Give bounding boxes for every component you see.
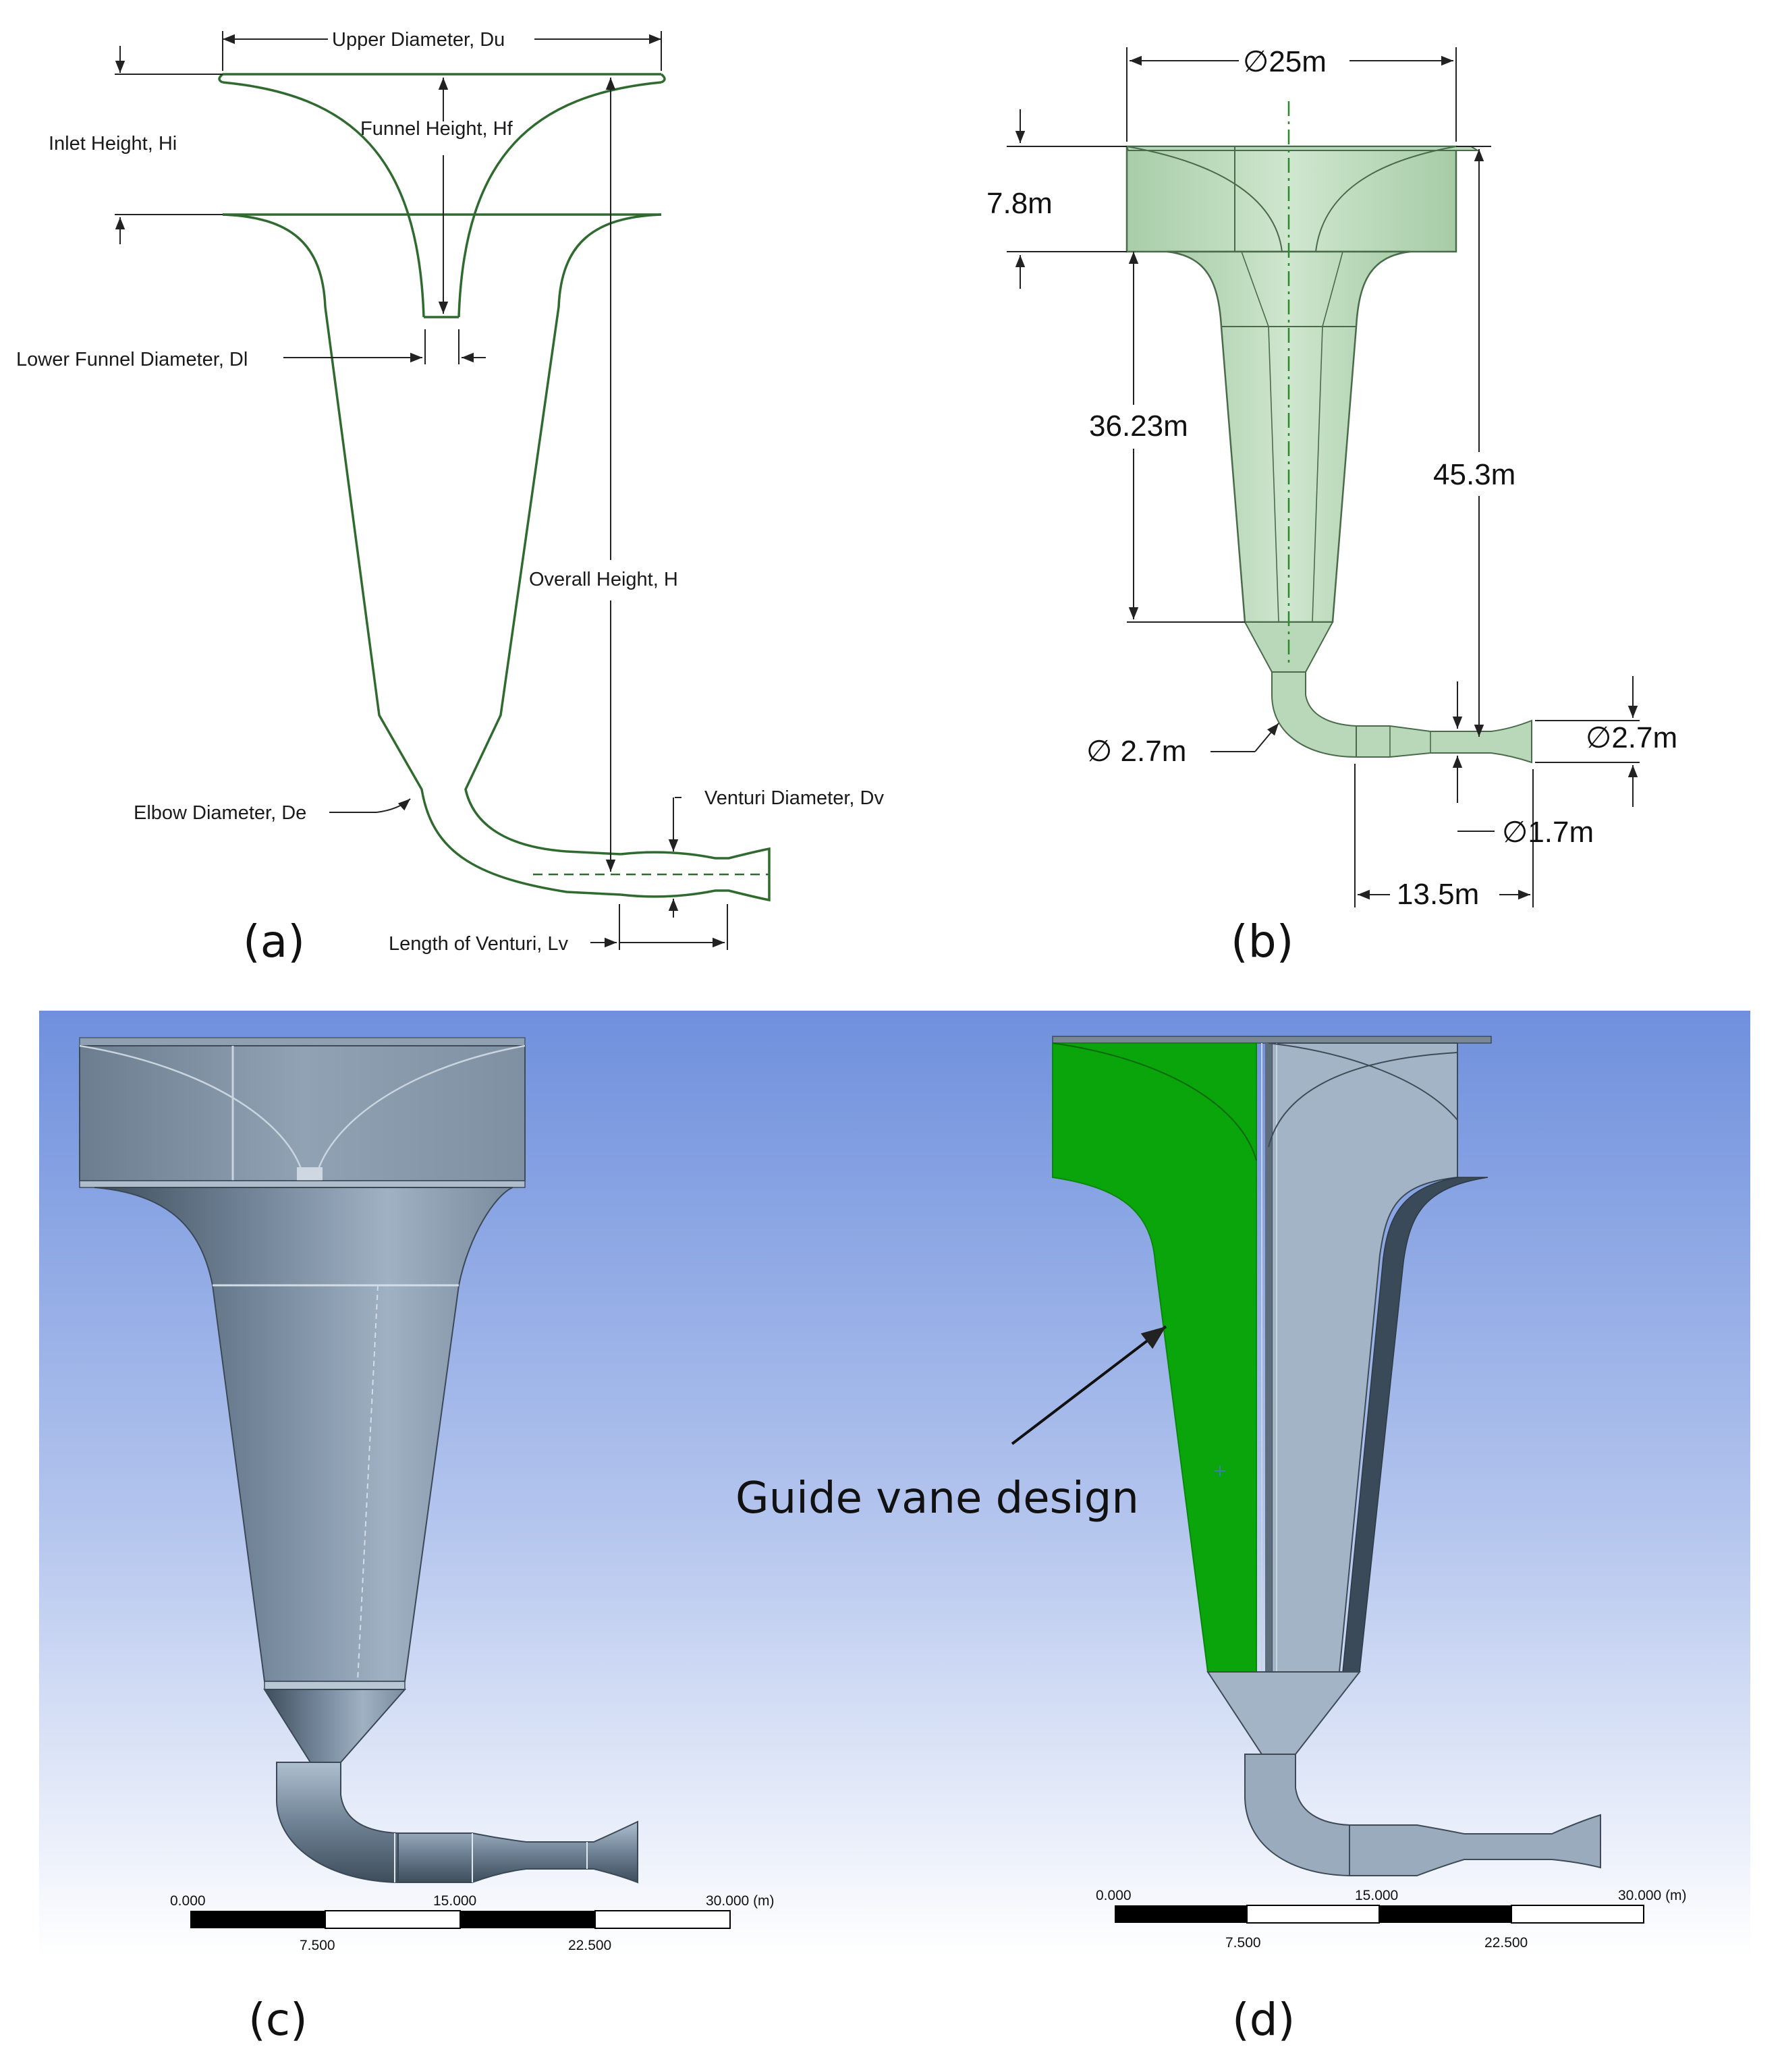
dim-overall-height: 45.3m: [1433, 458, 1515, 491]
inlet-box: [1125, 145, 1457, 253]
panel-a-sketch: [218, 73, 771, 902]
annotation-arrow: [1011, 1325, 1167, 1445]
panel-b-labels: ∅25m 7.8m 36.23m 45.3m ∅ 2.7m ∅2.7m ∅1.7…: [986, 45, 1677, 968]
inlet-box: [79, 1045, 526, 1181]
caption-d: (d): [1232, 1994, 1295, 2046]
top-lip-right: [660, 73, 666, 84]
scale-d-b1: 7.500: [1225, 1935, 1261, 1951]
scale-d-t0: 0.000: [1096, 1888, 1132, 1903]
scale-c-t1: 15.000: [433, 1893, 476, 1909]
label-venturi-length: Length of Venturi, Lv: [389, 933, 569, 955]
body-right: [464, 213, 662, 856]
panel-d-model: [1052, 1036, 1601, 1877]
label-elbow-diameter: Elbow Diameter, De: [134, 802, 306, 824]
dim-inlet-height: 7.8m: [986, 187, 1053, 220]
elbow: [1244, 1754, 1350, 1877]
label-upper-diameter: Upper Diameter, Du: [332, 29, 505, 51]
venturi: [397, 1820, 638, 1884]
panel-a-dims: [115, 31, 728, 950]
panel-c-model: [79, 1037, 638, 1884]
panel-d-scale: 0.000 15.000 30.000 (m) 7.500 22.500: [1096, 1888, 1687, 1951]
label-overall-height: Overall Height, H: [529, 569, 678, 590]
panel-b-model: [1125, 101, 1532, 764]
dim-top-diameter: ∅25m: [1243, 45, 1327, 78]
scale-c-t2: 30.000 (m): [706, 1893, 775, 1909]
venturi: [1349, 1814, 1601, 1876]
funnel-left-curve: [222, 81, 425, 318]
elbow: [276, 1762, 399, 1884]
funnel-right-curve: [457, 81, 662, 318]
inner-half: [1271, 1042, 1458, 1673]
dim-elbow-diameter: ∅ 2.7m: [1086, 735, 1186, 768]
panel-c-scale: 0.000 15.000 30.000 (m) 7.500 22.500: [170, 1893, 775, 1953]
scale-c-b2: 22.500: [568, 1938, 611, 1953]
body-left: [222, 213, 621, 896]
panel-b-dims: [1007, 47, 1640, 907]
top-plate: [1125, 146, 1480, 151]
top-lip-left: [218, 73, 224, 84]
caption-a: (a): [243, 916, 305, 968]
label-lower-funnel-diameter: Lower Funnel Diameter, Dl: [16, 349, 248, 370]
elbow: [1271, 671, 1357, 758]
funnel-body: [94, 1187, 513, 1682]
scale-d-t2: 30.000 (m): [1618, 1888, 1687, 1903]
scale-c-t0: 0.000: [170, 1893, 206, 1909]
dim-venturi-throat: ∅1.7m: [1502, 816, 1594, 849]
scale-d-t1: 15.000: [1355, 1888, 1398, 1903]
dim-funnel-height: 36.23m: [1089, 410, 1188, 443]
scale-c-b1: 7.500: [300, 1938, 335, 1953]
label-venturi-diameter: Venturi Diameter, Dv: [704, 787, 884, 809]
label-inlet-height: Inlet Height, Hi: [49, 133, 177, 155]
dim-venturi-length: 13.5m: [1397, 878, 1479, 911]
caption-c: (c): [248, 1994, 308, 2046]
panel-a-labels: Upper Diameter, Du Inlet Height, Hi Funn…: [16, 29, 884, 968]
caption-b: (b): [1231, 916, 1293, 968]
outer-shell: [1342, 1177, 1488, 1673]
guide-vane-annotation: Guide vane design: [735, 1325, 1167, 1523]
guide-vane-label: Guide vane design: [735, 1474, 1139, 1523]
label-funnel-height: Funnel Height, Hf: [360, 118, 513, 140]
scale-d-b2: 22.500: [1484, 1935, 1528, 1951]
venturi: [1356, 719, 1532, 764]
dim-venturi-outlet: ∅2.7m: [1586, 721, 1677, 754]
